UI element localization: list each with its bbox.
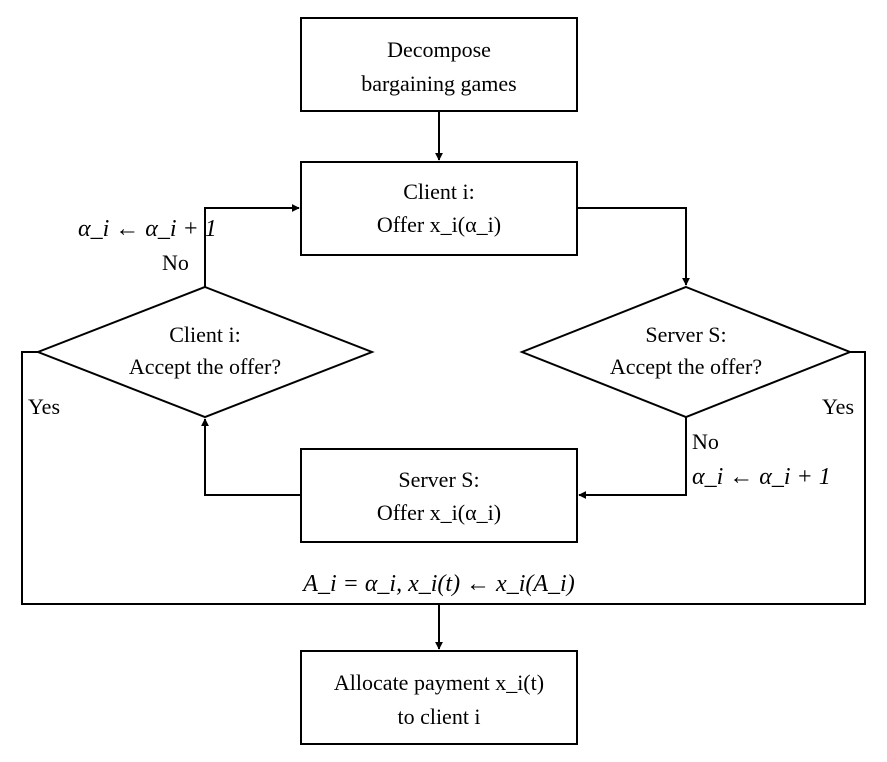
allocate-line1: Allocate payment x_i(t) [334,670,544,695]
client-update-label: α_i ← α_i + 1 [78,216,217,242]
edge-client-decision-no-to-client-offer [204,204,300,287]
server-decision-line1: Server S: [645,322,726,347]
final-assignment-label: A_i = α_i, x_i(t) ← x_i(A_i) [301,571,574,597]
client-offer-box [300,161,578,256]
client-no-label: No [162,250,189,275]
allocate-box [300,650,578,745]
server-offer-box [300,448,578,543]
client-offer-line1: Client i: [403,179,475,204]
edge-client-decision-yes [21,351,439,605]
decompose-line2: bargaining games [361,71,516,96]
server-decision-line2: Accept the offer? [610,354,762,379]
server-update-label: α_i ← α_i + 1 [692,464,831,490]
edge-server-decision-no-to-server-offer [578,417,687,499]
server-decision-diamond [519,285,853,419]
client-decision-diamond [35,285,375,419]
client-yes-label: Yes [28,394,60,419]
edge-server-decision-yes [439,351,866,605]
server-yes-label: Yes [822,394,854,419]
server-offer-line2: Offer x_i(α_i) [377,500,501,525]
server-no-label: No [692,429,719,454]
edge-client-offer-to-server-decision [577,207,690,286]
client-decision-line2: Accept the offer? [129,354,281,379]
decompose-line1: Decompose [387,37,491,62]
allocate-line2: to client i [397,704,480,729]
client-offer-line2: Offer x_i(α_i) [377,212,501,237]
edge-server-offer-to-client-decision [201,418,301,496]
client-decision-line1: Client i: [169,322,241,347]
server-offer-line1: Server S: [398,467,479,492]
decompose-box [300,17,578,112]
